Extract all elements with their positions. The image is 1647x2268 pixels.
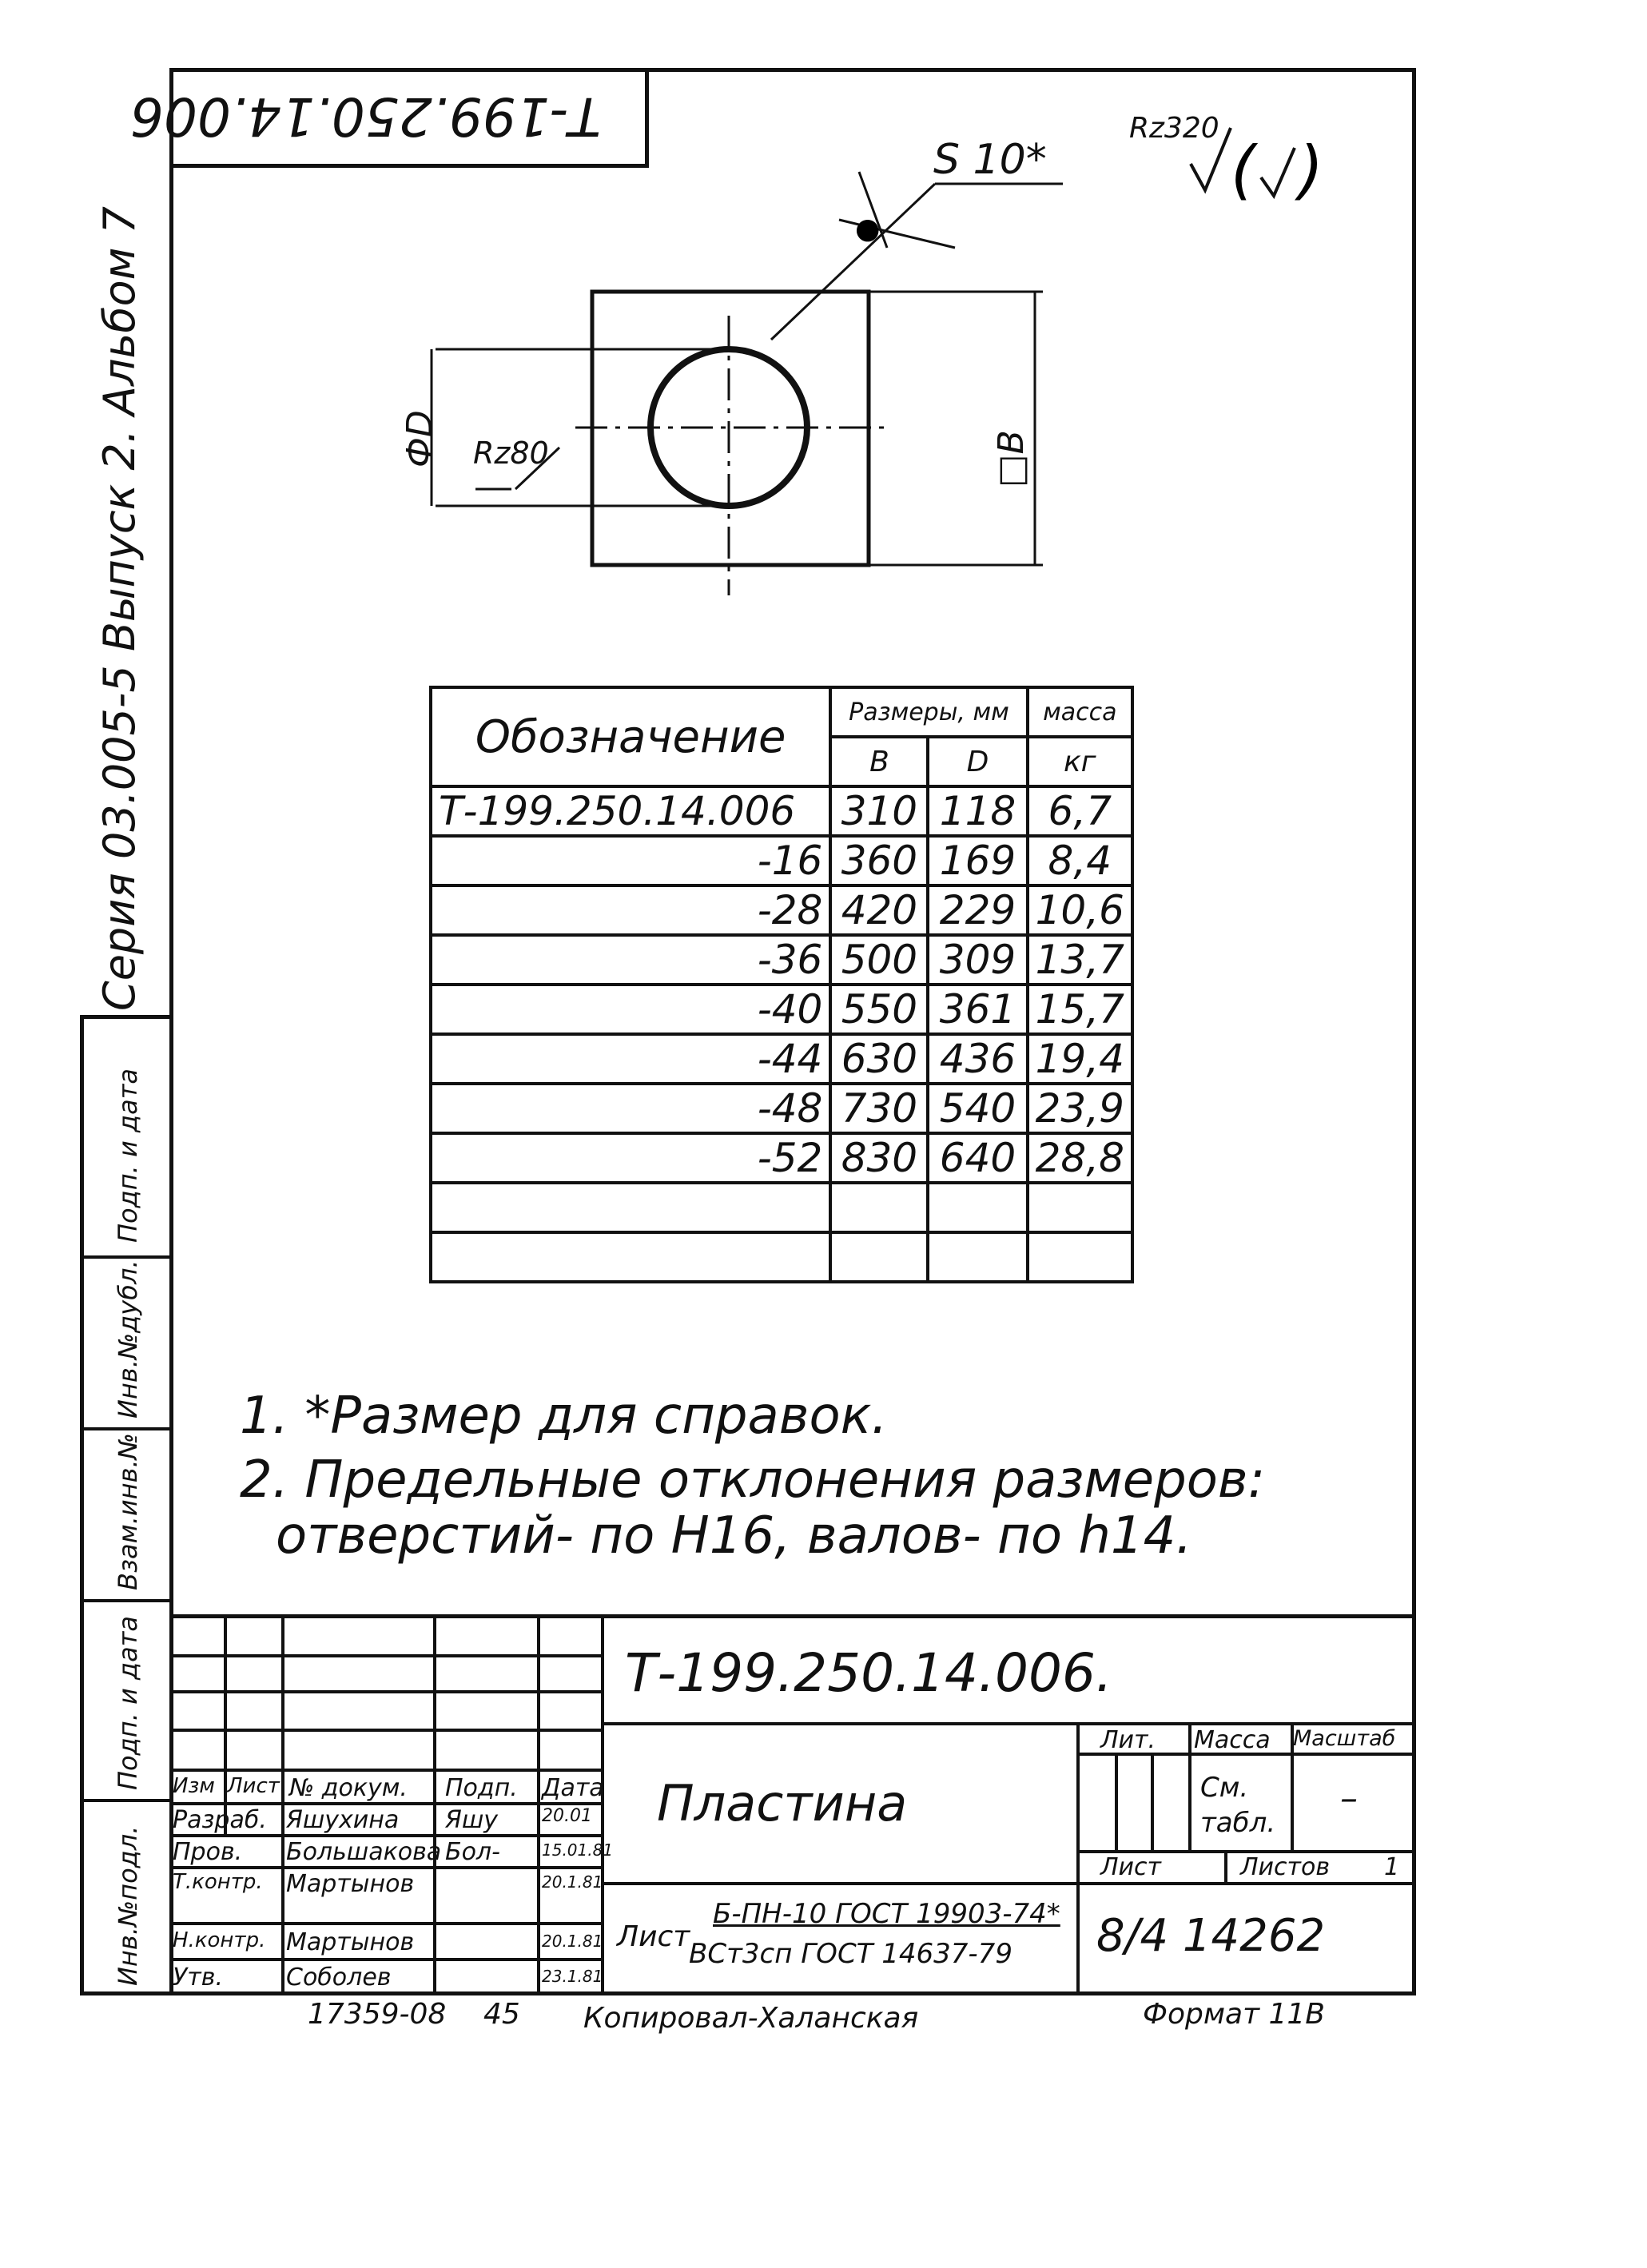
- lit-label: Лит.: [1100, 1726, 1156, 1754]
- role-name: Соболев: [286, 1964, 392, 1991]
- role-date: 20.1.81: [542, 1932, 603, 1951]
- sidebar-cell: Подп. и дата: [84, 1602, 169, 1802]
- material-line2: ВСт3сп ГОСТ 14637-79: [689, 1938, 1012, 1970]
- sidebar-cell: Инв.№подл.: [113, 1825, 143, 1986]
- thickness-dim: S 10*: [933, 136, 1047, 184]
- title-block: Изм Лист № докум. Подп. Дата Разраб. Яшу…: [169, 1614, 1416, 1995]
- role-date: 20.1.81: [542, 1872, 603, 1892]
- sheet-label: Лист: [1100, 1853, 1162, 1881]
- svg-text:●: ●: [855, 213, 880, 245]
- sheets-value: 1: [1384, 1853, 1400, 1881]
- series-text: Серия 03.005-5 Выпуск 2. Альбом 7: [94, 206, 145, 1011]
- surface-bracket-left: (: [1231, 133, 1259, 207]
- sidebar-cell: Подп. и дата: [84, 1019, 169, 1259]
- title-designation: Т-199.250.14.006.: [625, 1642, 1112, 1704]
- role-name: Мартынов: [286, 1928, 415, 1956]
- role-sign: Яшу: [445, 1806, 499, 1834]
- role-name: Мартынов: [286, 1870, 415, 1898]
- role-label: Н.контр.: [173, 1928, 266, 1952]
- surface-bracket-right: ): [1295, 133, 1323, 207]
- scale-label: Масштаб: [1293, 1726, 1396, 1751]
- header-d: D: [926, 735, 1029, 788]
- drawing-frame: [169, 68, 1416, 1995]
- note-1: 1. *Размер для справок.: [240, 1387, 888, 1446]
- table-subheader-row: В D кг: [431, 735, 1135, 788]
- hole-roughness: Rz80: [473, 436, 549, 471]
- note-3: отверстий- по Н16, валов- по h14.: [276, 1506, 1192, 1566]
- role-label: Т.контр.: [173, 1870, 263, 1894]
- footer-copied: Копировал-Халанская: [583, 2002, 919, 2035]
- role-sign: Бол-: [445, 1838, 500, 1866]
- mass-value: См. табл.: [1200, 1772, 1276, 1839]
- note-2: 2. Предельные отклонения размеров:: [240, 1450, 1266, 1510]
- surface-roughness-main: Rz320: [1129, 112, 1219, 145]
- role-date: 23.1.81: [542, 1967, 603, 1986]
- material-line1: Б-ПН-10 ГОСТ 19903-74*: [713, 1898, 1060, 1930]
- footer-code: 17359-08: [308, 1998, 447, 2031]
- scale-value: –: [1340, 1778, 1358, 1819]
- table-row: [428, 1231, 1135, 1283]
- role-label: Утв.: [173, 1964, 223, 1991]
- sidebar-cell: Инв.№дубл.: [84, 1259, 169, 1430]
- sidebar-stamp: Подп. и дата Инв.№дубл. Взам.инв.№ Подп.…: [80, 1015, 169, 1995]
- footer-format: Формат 11В: [1143, 1998, 1326, 2031]
- role-label: Разраб.: [173, 1806, 267, 1834]
- header-mass: масса: [1025, 686, 1135, 738]
- role-date: 15.01.81: [542, 1840, 614, 1860]
- material-prefix: Лист: [617, 1920, 690, 1953]
- sidebar-cell: Взам.инв.№: [84, 1430, 169, 1602]
- diameter-dim: ФD: [400, 410, 440, 468]
- side-dim: □B: [991, 430, 1032, 487]
- role-name: Большакова: [286, 1838, 442, 1866]
- org-code: 8/4 14262: [1096, 1910, 1326, 1962]
- role-name: Яшухина: [286, 1806, 400, 1834]
- header-b: В: [829, 735, 930, 788]
- table-row: [428, 1181, 1135, 1234]
- header-designation: Обозначение: [428, 686, 833, 788]
- role-label: Пров.: [173, 1838, 243, 1866]
- top-stamp: Т-199.250.14.006: [130, 68, 649, 168]
- header-kg: кг: [1025, 735, 1135, 788]
- footer-page: 45: [483, 1998, 520, 2031]
- mass-label: Масса: [1194, 1726, 1271, 1754]
- part-name: Пластина: [657, 1774, 908, 1832]
- table-header-row: Обозначение Размеры, мм масса: [428, 686, 1135, 788]
- dimensions-table: Обозначение Размеры, мм масса В D кг Т-1…: [428, 686, 1135, 1283]
- sheets-label: Листов: [1240, 1853, 1331, 1881]
- role-date: 20.01: [542, 1806, 592, 1826]
- header-dims: Размеры, мм: [829, 686, 1029, 738]
